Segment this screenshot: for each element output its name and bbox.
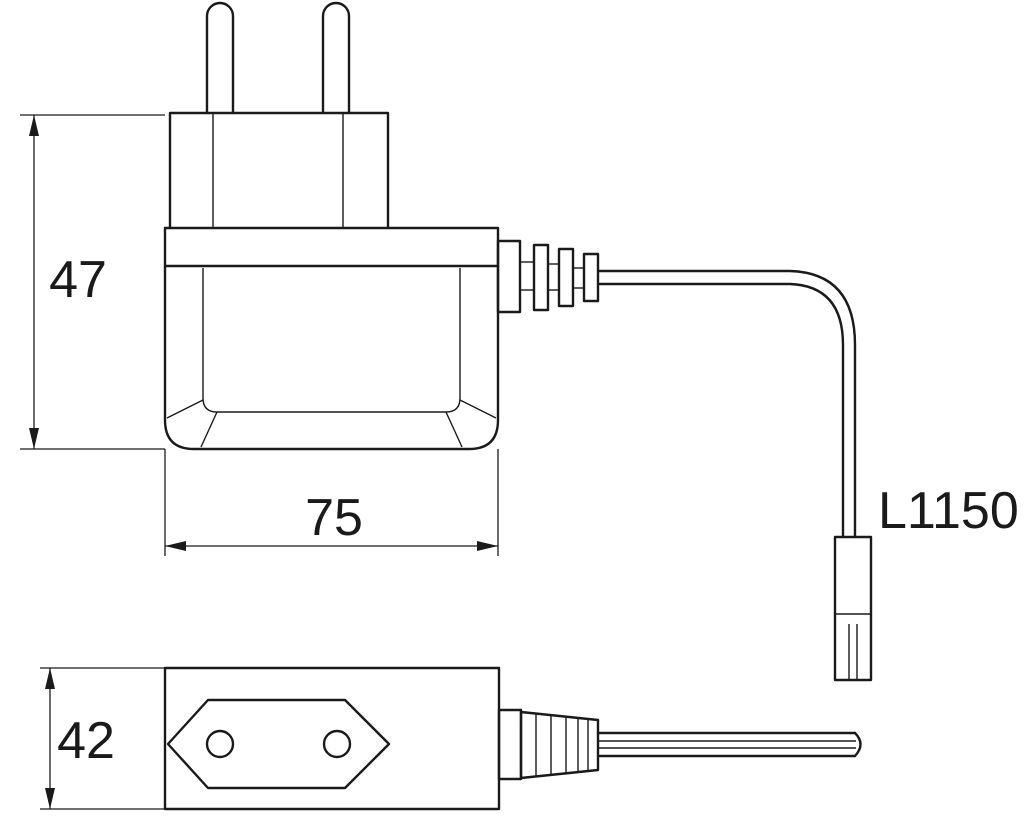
height-dimension: 47	[20, 114, 165, 450]
depth-label: 42	[57, 712, 115, 770]
plug-base	[168, 111, 390, 230]
plug-hole-left	[205, 729, 235, 759]
plug-hole-right	[322, 729, 352, 759]
strain-relief-front	[497, 708, 600, 781]
strain-relief	[496, 239, 600, 314]
front-view	[163, 666, 862, 811]
cable	[596, 269, 857, 539]
depth-dimension: 42	[40, 667, 165, 810]
height-label: 47	[49, 251, 107, 309]
cable-connector	[833, 535, 873, 682]
plug-face	[166, 698, 391, 790]
plug-pins	[205, 1, 351, 228]
width-dimension: 75	[164, 449, 499, 556]
side-view	[163, 1, 873, 682]
cable-length-label: L1150	[878, 482, 1019, 540]
width-label: 75	[305, 489, 363, 547]
cable-front	[596, 731, 862, 758]
adapter-body	[163, 226, 500, 451]
